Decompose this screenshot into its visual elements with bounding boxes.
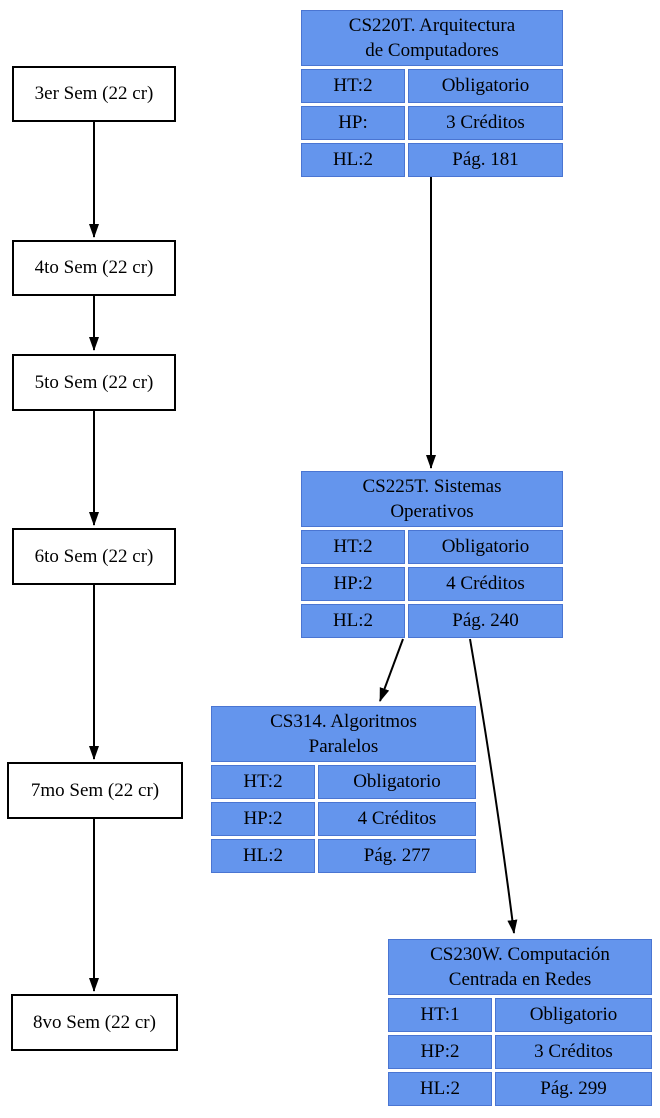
course-card-cs230w: CS230W. Computación Centrada en Redes HT… (388, 939, 652, 1106)
course-cell-value: Pág. 240 (408, 604, 563, 638)
course-row: HT:2 Obligatorio (301, 69, 563, 103)
course-cell-value: 4 Créditos (408, 567, 563, 601)
node-sem-4: 4to Sem (22 cr) (12, 240, 176, 296)
node-sem-5: 5to Sem (22 cr) (12, 354, 176, 411)
course-row: HP:2 4 Créditos (211, 802, 476, 836)
node-sem-5-label: 5to Sem (22 cr) (34, 371, 154, 393)
course-card-cs220t: CS220T. Arquitectura de Computadores HT:… (301, 10, 563, 177)
node-sem-4-label: 4to Sem (22 cr) (34, 257, 154, 278)
edge-cs225t-cs230w (469, 638, 518, 934)
course-row: HT:1 Obligatorio (388, 998, 652, 1032)
course-cell-key: HT:2 (211, 765, 315, 799)
course-cell-key: HT:2 (301, 69, 405, 103)
course-title: CS314. Algoritmos Paralelos (211, 706, 476, 762)
node-sem-7-label: 7mo Sem (22 cr) (30, 779, 160, 801)
course-row: HT:2 Obligatorio (301, 530, 563, 564)
course-cell-value: Pág. 299 (495, 1072, 652, 1106)
course-cell-key: HP:2 (211, 802, 315, 836)
course-cell-key: HP:2 (301, 567, 405, 601)
course-row: HT:2 Obligatorio (211, 765, 476, 799)
course-cell-key: HT:2 (301, 530, 405, 564)
course-row: HL:2 Pág. 240 (301, 604, 563, 638)
node-sem-8-label: 8vo Sem (22 cr) (33, 1011, 156, 1033)
course-row: HL:2 Pág. 299 (388, 1072, 652, 1106)
course-cell-value: Obligatorio (408, 530, 563, 564)
course-cell-value: Obligatorio (495, 998, 652, 1032)
course-title: CS220T. Arquitectura de Computadores (301, 10, 563, 66)
course-cell-key: HP:2 (388, 1035, 492, 1069)
course-cell-value: Obligatorio (408, 69, 563, 103)
course-cell-key: HP: (301, 106, 405, 140)
course-cell-value: Obligatorio (318, 765, 476, 799)
course-cell-key: HL:2 (301, 604, 405, 638)
node-sem-8: 8vo Sem (22 cr) (11, 994, 178, 1051)
node-sem-3-label: 3er Sem (22 cr) (34, 83, 154, 104)
course-card-cs314: CS314. Algoritmos Paralelos HT:2 Obligat… (211, 706, 476, 873)
course-cell-value: Pág. 181 (408, 143, 563, 177)
course-cell-key: HL:2 (211, 839, 315, 873)
node-sem-6: 6to Sem (22 cr) (12, 528, 176, 585)
course-row: HP:2 3 Créditos (388, 1035, 652, 1069)
course-title: CS230W. Computación Centrada en Redes (388, 939, 652, 995)
edge-cs225t-cs314 (379, 638, 404, 702)
node-sem-6-label: 6to Sem (22 cr) (34, 545, 154, 567)
node-sem-7: 7mo Sem (22 cr) (7, 762, 183, 819)
course-cell-value: Pág. 277 (318, 839, 476, 873)
course-cell-key: HL:2 (301, 143, 405, 177)
course-cell-key: HT:1 (388, 998, 492, 1032)
course-cell-key: HL:2 (388, 1072, 492, 1106)
course-cell-value: 3 Créditos (408, 106, 563, 140)
course-row: HP:2 4 Créditos (301, 567, 563, 601)
course-card-cs225t: CS225T. Sistemas Operativos HT:2 Obligat… (301, 471, 563, 638)
node-sem-3: 3er Sem (22 cr) (12, 66, 176, 122)
course-cell-value: 4 Créditos (318, 802, 476, 836)
course-title: CS225T. Sistemas Operativos (301, 471, 563, 527)
course-row: HL:2 Pág. 277 (211, 839, 476, 873)
course-row: HL:2 Pág. 181 (301, 143, 563, 177)
course-cell-value: 3 Créditos (495, 1035, 652, 1069)
course-row: HP: 3 Créditos (301, 106, 563, 140)
